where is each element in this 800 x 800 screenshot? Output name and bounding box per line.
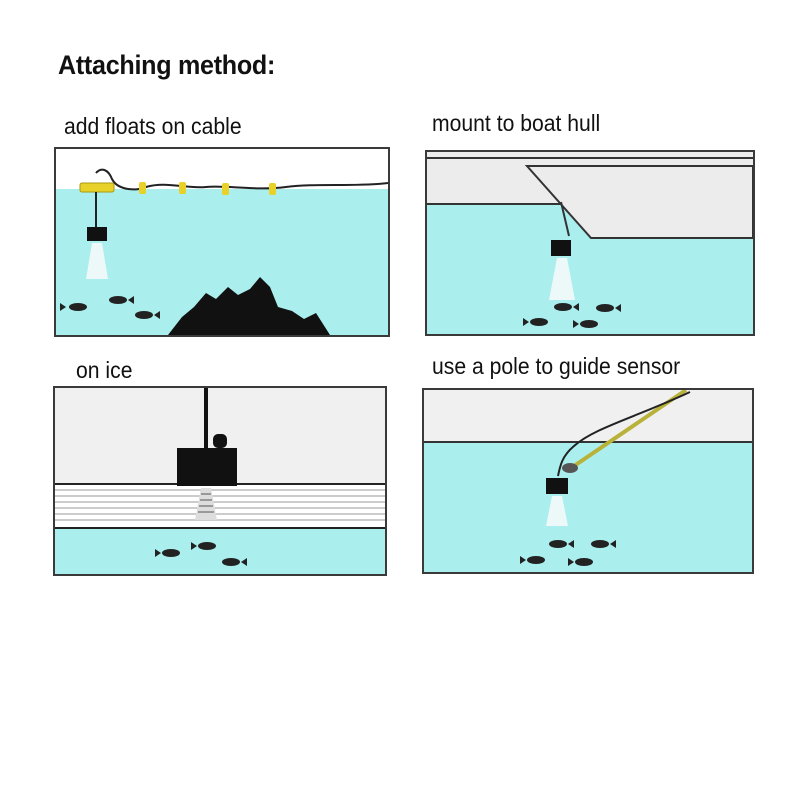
sensor-cable (557, 391, 691, 477)
fish-tail (60, 303, 66, 311)
panel-on-ice (53, 386, 387, 576)
sensor-handle (213, 434, 227, 448)
fish-tail (520, 556, 526, 564)
sonar-beam (86, 243, 108, 279)
pole-clamp (562, 463, 578, 473)
fish-tail (568, 540, 574, 548)
float (222, 183, 229, 195)
caption-floats: add floats on cable (64, 113, 242, 139)
fish-tail (241, 558, 247, 566)
fish (580, 320, 598, 328)
fish-group (523, 303, 621, 328)
caption-boat-hull: mount to boat hull (432, 110, 601, 136)
fish (69, 303, 87, 311)
sonar-waves (198, 493, 214, 513)
float (139, 182, 146, 194)
fish-group (155, 542, 247, 566)
sensor (87, 227, 107, 241)
sensor (546, 478, 568, 494)
fish (549, 540, 567, 548)
fish-tail (573, 320, 579, 328)
float (269, 183, 276, 195)
ice-lines (55, 489, 385, 521)
panel-boat-hull (425, 150, 755, 336)
fish-tail (615, 304, 621, 312)
caption-pole: use a pole to guide sensor (432, 353, 681, 379)
float-main (79, 182, 115, 193)
water-area (424, 442, 752, 572)
fish (596, 304, 614, 312)
fish-tail (154, 311, 160, 319)
air-area (424, 390, 752, 442)
fish (162, 549, 180, 557)
fish-tail (128, 296, 134, 304)
rock (168, 277, 330, 335)
fish (198, 542, 216, 550)
float (179, 182, 186, 194)
fish-tail (523, 318, 529, 326)
fish (109, 296, 127, 304)
mount-bracket (560, 201, 570, 237)
fish (554, 303, 572, 311)
caption-on-ice: on ice (76, 357, 133, 383)
ice-layer (55, 484, 385, 528)
fish (591, 540, 609, 548)
fish (530, 318, 548, 326)
water-area (55, 529, 385, 574)
fish-tail (610, 540, 616, 548)
page-title: Attaching method: (58, 50, 276, 80)
fish (222, 558, 240, 566)
fish-group (520, 540, 616, 566)
fish (575, 558, 593, 566)
boat-hull (524, 165, 753, 239)
panel-pole-guide (422, 388, 754, 574)
air-area (56, 149, 388, 189)
fish-group (60, 296, 160, 319)
fish-tail (573, 303, 579, 311)
fish (135, 311, 153, 319)
sensor-box (177, 448, 237, 486)
fish-tail (155, 549, 161, 557)
fish-tail (568, 558, 574, 566)
fish (527, 556, 545, 564)
fish-tail (191, 542, 197, 550)
sonar-beam (546, 496, 568, 526)
cable (95, 168, 388, 191)
sonar-beam (549, 258, 575, 300)
panel-floats-on-cable (54, 147, 390, 337)
sensor (551, 240, 571, 256)
